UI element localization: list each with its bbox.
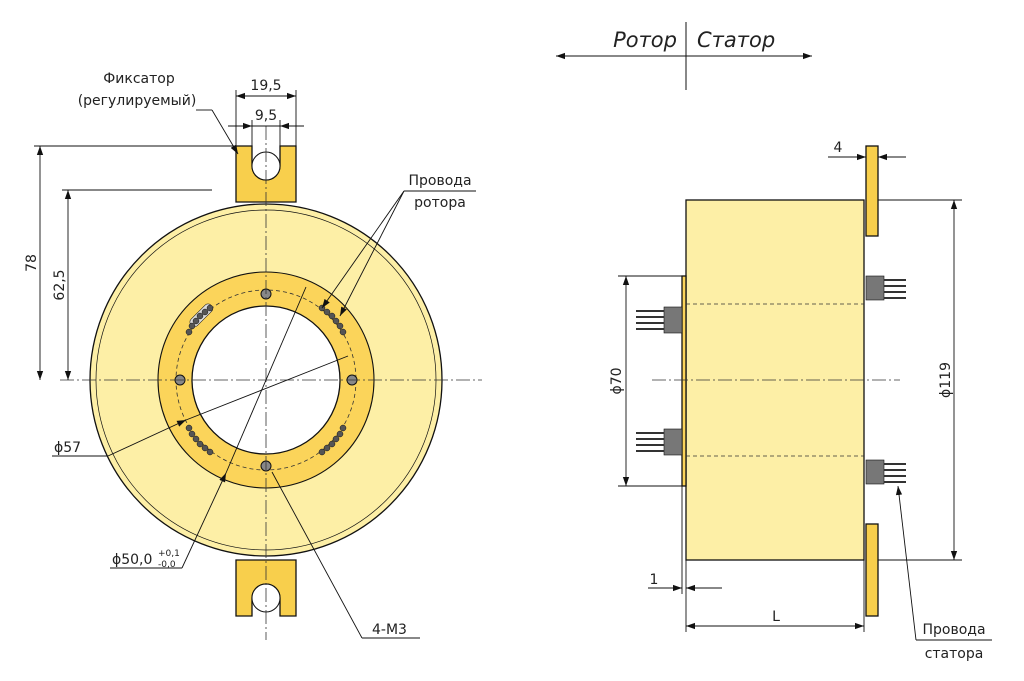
dim-dia-70-label: ϕ70	[609, 367, 625, 394]
dim-offset: 1	[648, 486, 722, 632]
stator-connectors	[865, 275, 906, 485]
holes-label: 4-M3	[372, 622, 407, 638]
dim-length: L	[686, 560, 865, 632]
dim-height-total-label: 78	[24, 254, 40, 272]
rotor-connectors	[636, 306, 683, 456]
header-rotor-label: Ротор	[613, 28, 677, 52]
fixator-label-line2: (регулируемый)	[78, 93, 197, 109]
side-flange-bottom	[865, 523, 879, 617]
dia-50-callout: ϕ50,0 +0,1 -0,0	[110, 472, 227, 570]
dim-top-outer-label: 19,5	[250, 78, 281, 94]
dim-top-inner-label: 9,5	[255, 108, 277, 124]
rotor-wire-bundles	[185, 303, 347, 456]
header-rotor-stator: Ротор Статор	[556, 22, 812, 90]
dim-height-center-label: 62,5	[52, 269, 68, 300]
dim-top: 19,5 9,5	[228, 78, 304, 146]
rotor-wires-label-line1: Провода	[408, 173, 471, 189]
dia-57-label: ϕ57	[54, 440, 81, 456]
dim-height: 78 62,5	[24, 145, 236, 380]
front-view: 19,5 9,5 Фиксатор (регулируемый) 78 62,5…	[24, 71, 482, 640]
dim-dia-119: ϕ119	[878, 199, 962, 561]
dia-57-callout: ϕ57	[52, 419, 187, 457]
dia-50-label: ϕ50,0	[112, 552, 152, 568]
stator-wires-callout: Провода статора	[895, 485, 992, 662]
dim-offset-label: 1	[650, 572, 659, 588]
dia-50-tol-upper: +0,1	[158, 549, 180, 559]
dia-50-tol-lower: -0,0	[158, 560, 176, 570]
holes-callout: 4-M3	[271, 471, 420, 639]
rotor-wires-callout: Провода ротора	[321, 173, 476, 317]
header-stator-label: Статор	[697, 28, 775, 52]
dim-dia-70: ϕ70	[609, 275, 682, 487]
fixator-callout: Фиксатор (регулируемый)	[78, 71, 239, 155]
side-rotor-lip	[681, 275, 687, 487]
dim-flange-label: 4	[834, 140, 843, 156]
dim-dia-119-label: ϕ119	[938, 362, 954, 398]
stator-wires-label-line2: статора	[925, 646, 984, 662]
rotor-wires-label-line2: ротора	[414, 195, 466, 211]
dim-length-label: L	[772, 609, 780, 625]
fixator-label-line1: Фиксатор	[103, 71, 175, 87]
dim-flange: 4	[828, 140, 906, 161]
side-flange-top	[865, 145, 879, 237]
stator-wires-label-line1: Провода	[922, 622, 985, 638]
side-view: 4 ϕ70 ϕ119 1 L	[609, 140, 992, 662]
